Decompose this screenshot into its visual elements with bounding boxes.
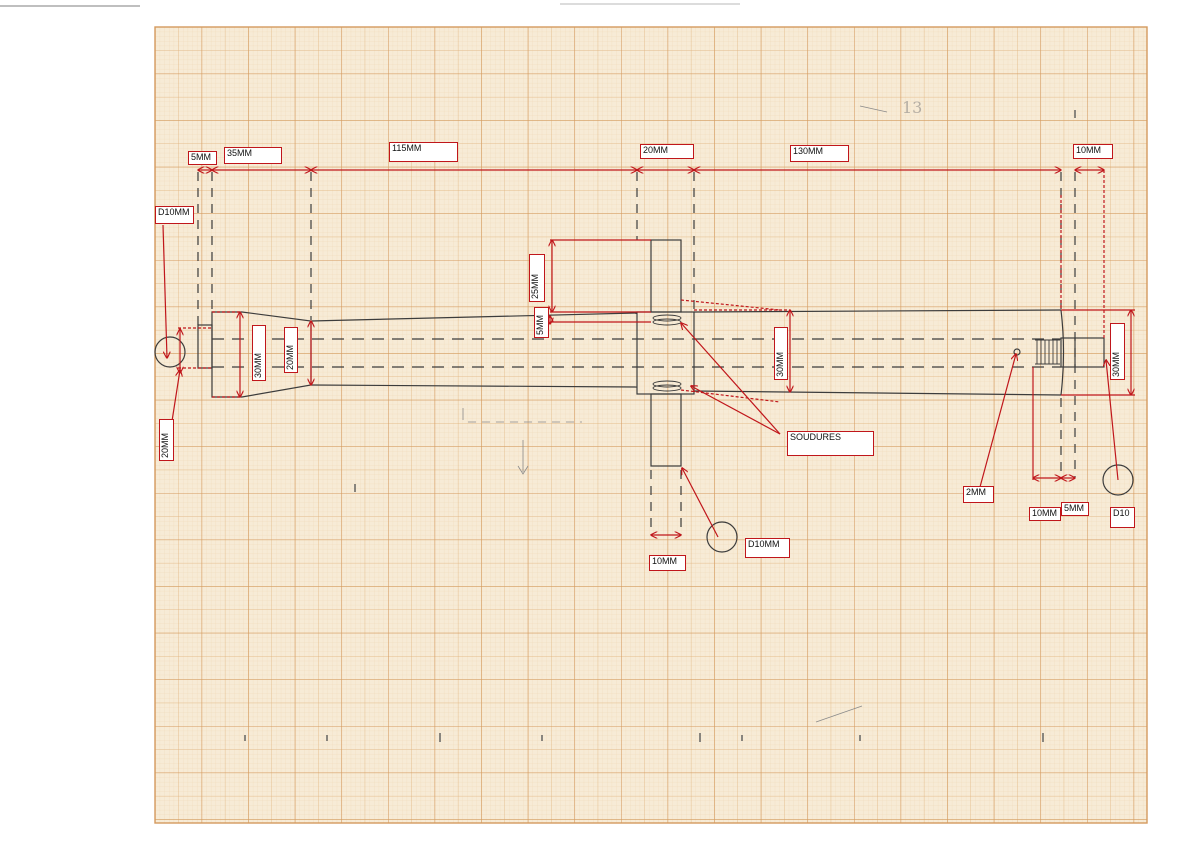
dimension-label-5mm: 5MM <box>534 307 549 338</box>
dimension-label-5mm-left: 5MM <box>188 151 217 165</box>
diameter-label-d10mm-bottom: D10MM <box>745 538 790 558</box>
thread-hatching <box>1035 339 1060 365</box>
d10-circle-bottom <box>706 521 738 553</box>
handle-bottom <box>650 393 682 467</box>
extension-lines <box>197 172 1076 535</box>
handle-top <box>650 239 682 313</box>
hole-label-2mm: 2MM <box>963 486 994 503</box>
dimension-label-30mm-right: 30MM <box>1110 323 1125 380</box>
dimension-label-35mm: 35MM <box>224 147 282 164</box>
dimension-label-30mm-center: 30MM <box>774 327 788 380</box>
diameter-label-d10mm-left: D10MM <box>155 206 194 224</box>
dimension-label-30mm-collar: 30MM <box>252 325 266 381</box>
red-annotations <box>162 170 1135 537</box>
dimension-label-10mm-bottom-right: 10MM <box>1029 507 1061 521</box>
shaft-top-edge <box>310 312 638 322</box>
diameter-label-d10-right: D10 <box>1110 507 1135 528</box>
shaft-bottom-edge <box>310 384 638 388</box>
d10-circle-right <box>1102 464 1134 496</box>
dimension-label-130mm: 130MM <box>790 145 849 162</box>
page-number: 13 <box>902 98 923 117</box>
d10-circle-left <box>154 336 186 368</box>
dimension-label-20mm-top: 20MM <box>640 144 694 159</box>
dimension-label-25mm: 25MM <box>529 254 545 302</box>
pin-right <box>1060 337 1105 368</box>
weld-marks <box>652 314 682 392</box>
dimension-label-10mm-top-right: 10MM <box>1073 144 1113 159</box>
shaft-right-end <box>1060 309 1065 396</box>
welds-label: SOUDURES <box>787 431 874 456</box>
dimension-label-115mm: 115MM <box>389 142 458 162</box>
dimension-label-20mm-tip: 20MM <box>159 419 174 461</box>
pencil-drawing <box>154 105 1134 742</box>
dimension-label-5mm-bottom-right: 5MM <box>1061 502 1089 516</box>
dimension-label-20mm-taper: 20MM <box>284 327 298 373</box>
dimension-label-10mm-bottom: 10MM <box>649 555 686 571</box>
